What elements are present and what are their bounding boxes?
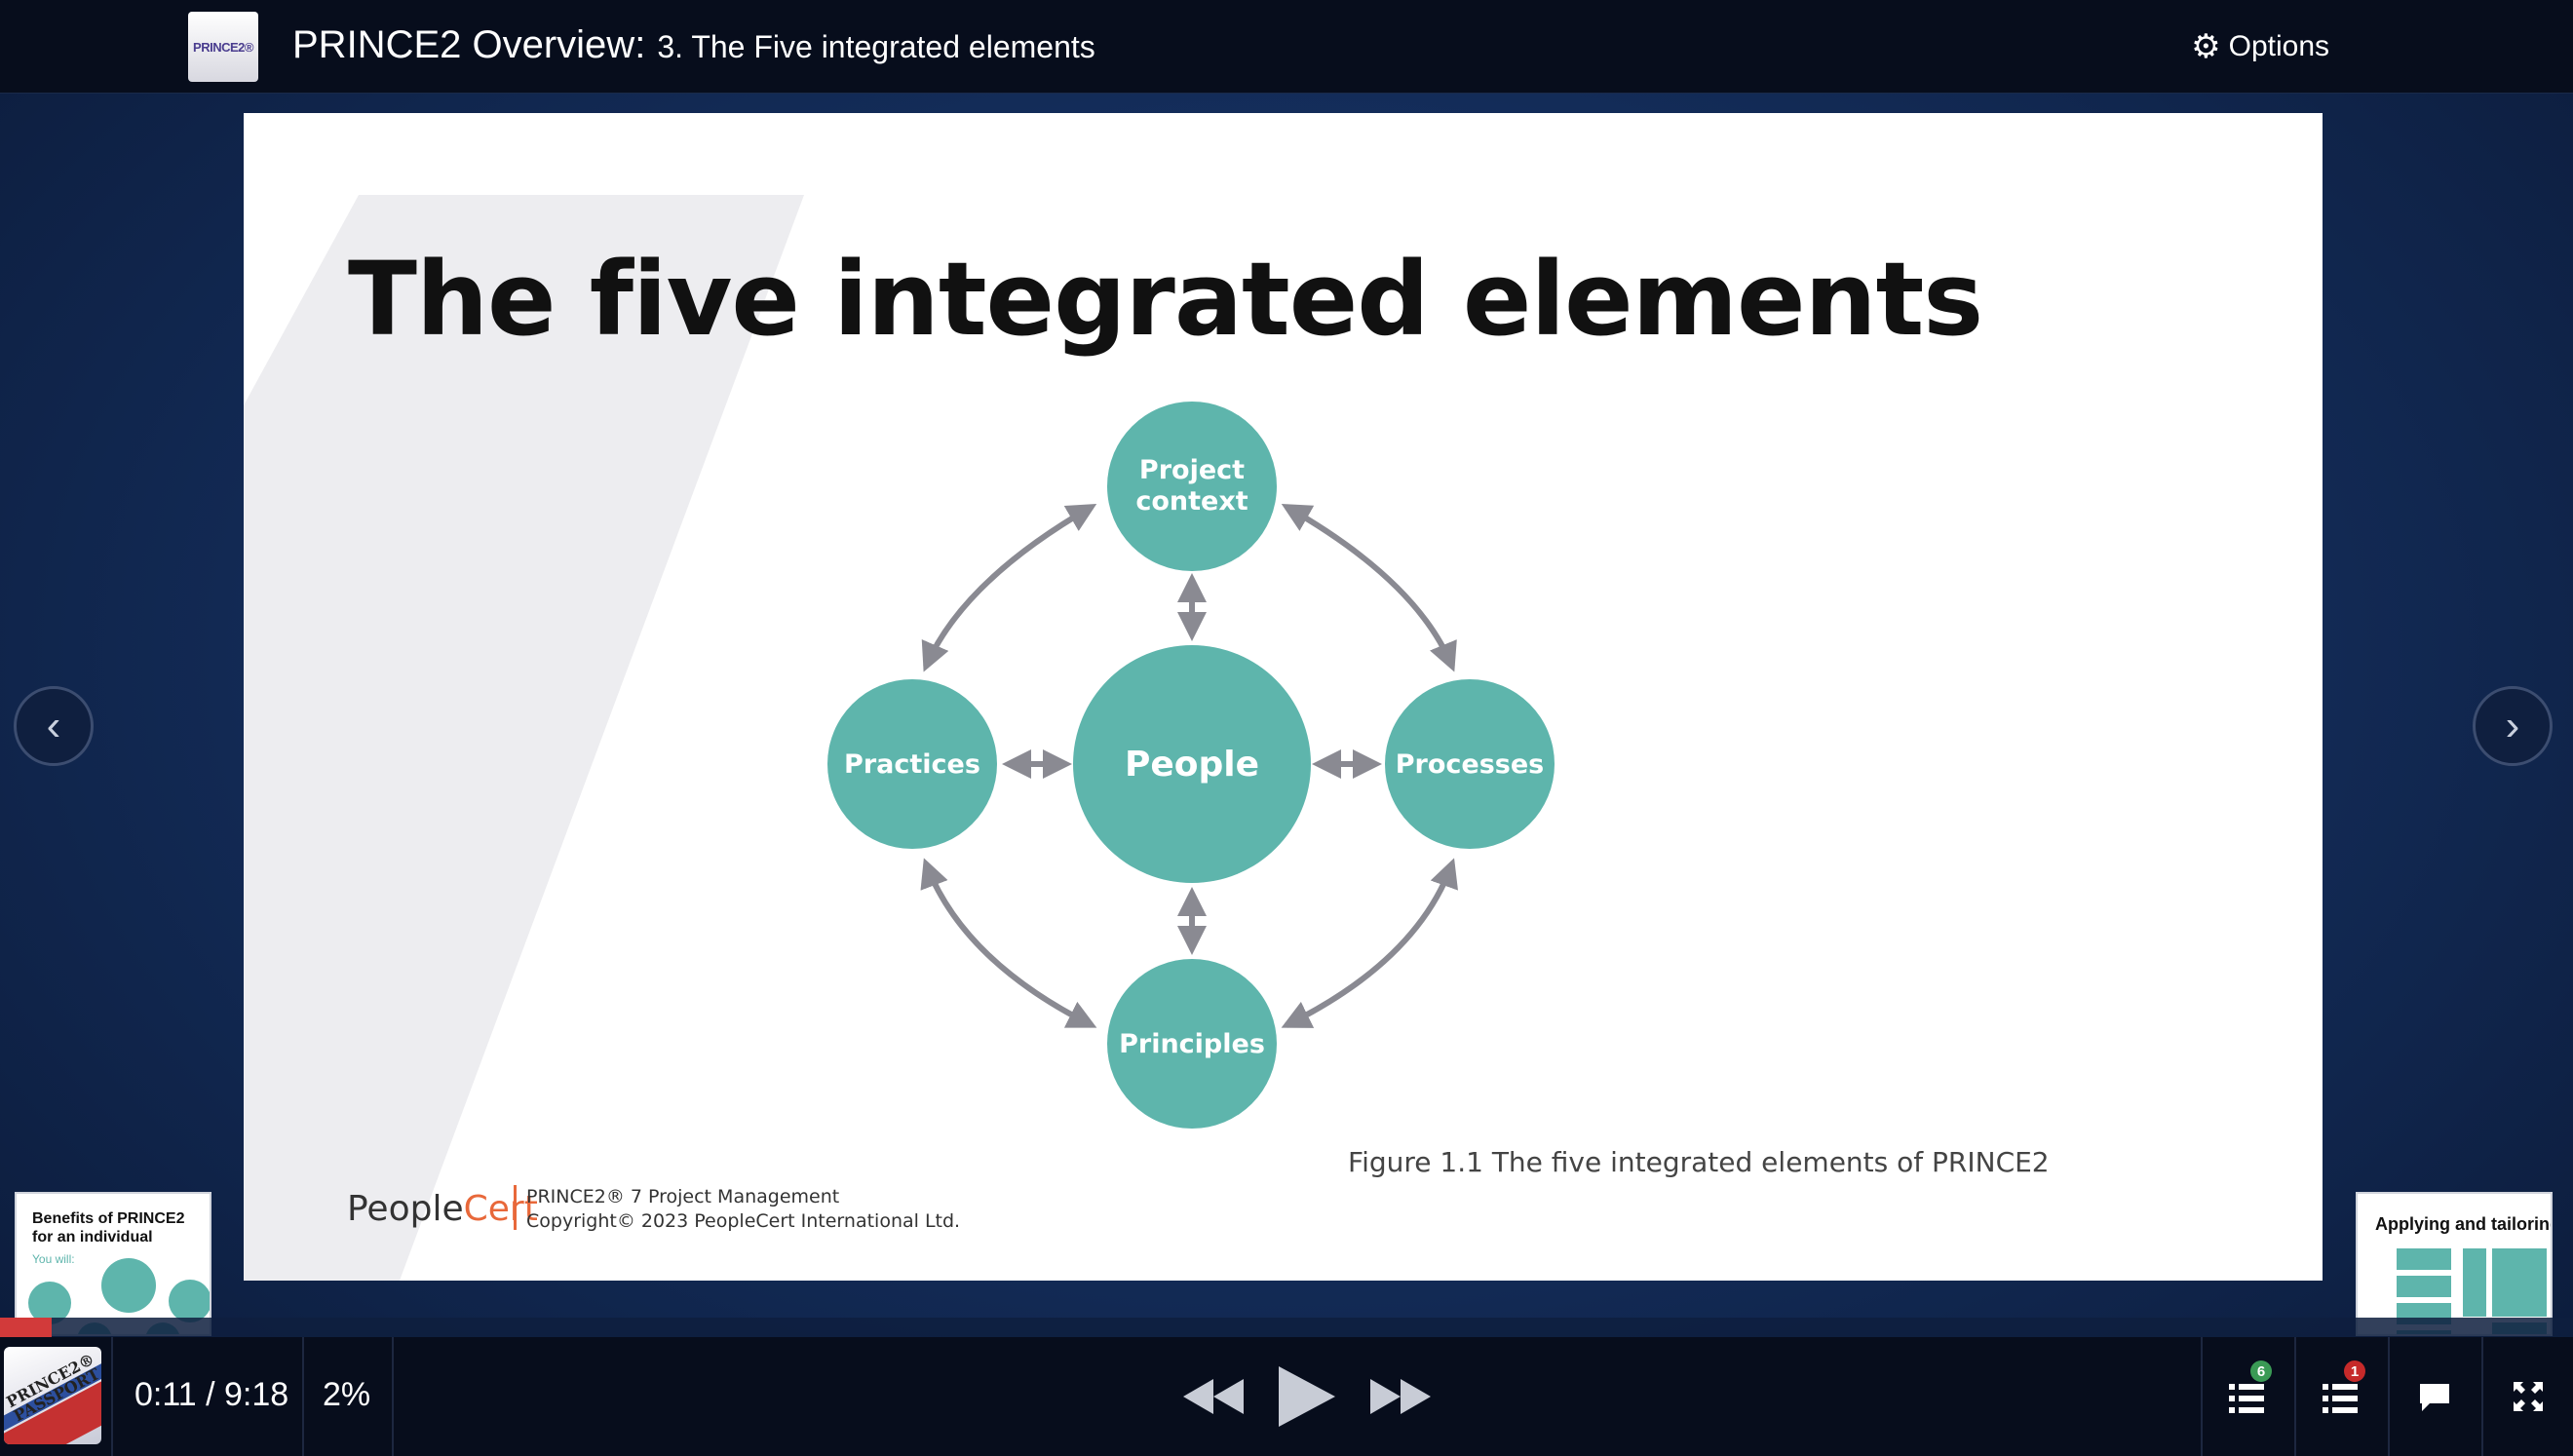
notes-badge: 1 [2344,1360,2365,1382]
chevron-right-icon: › [2505,702,2520,749]
player-controls-bar: PRINCE2® PASSPORT 0:11 / 9:18 2% 6 1 [0,1337,2573,1456]
separator [302,1337,304,1456]
previous-slide-button[interactable]: ‹ [14,686,94,766]
play-icon [1279,1366,1335,1427]
node-label-project-line2: context [1135,486,1248,517]
node-project-context [1107,402,1277,571]
playback-time: 0:11 / 9:18 [134,1376,289,1413]
top-bar: PRINCE2® PRINCE2 Overview: 3. The Five i… [0,0,2573,94]
contents-menu-button[interactable]: 6 [2227,1360,2272,1417]
node-label-principles: Principles [1119,1028,1265,1059]
next-slide-thumbnail[interactable]: Applying and tailoring [2356,1192,2553,1336]
brand-cert: Cert [463,1189,538,1229]
separator [2294,1337,2296,1456]
footer-copyright: PRINCE2® 7 Project Management Copyright©… [526,1185,960,1234]
figure-caption: Figure 1.1 The five integrated elements … [1348,1146,2050,1178]
thumbnail-next-title: Applying and tailoring [2375,1214,2553,1234]
completion-percent: 2% [323,1376,371,1413]
list-icon [2323,1384,2358,1413]
options-button[interactable]: ⚙ Options [2191,27,2329,66]
thumbnail-next-diagram [2397,1248,2547,1334]
list-icon [2229,1384,2264,1413]
fast-forward-icon [1370,1379,1431,1414]
node-label-project-line1: Project [1138,455,1246,485]
node-people [1073,645,1311,883]
fullscreen-button[interactable] [2508,1374,2551,1417]
gear-icon: ⚙ [2191,28,2221,65]
footer-divider [514,1185,517,1230]
node-label-practices: Practices [844,748,980,780]
brand-people: People [347,1189,464,1229]
node-label-people: People [1124,744,1260,785]
rewind-icon [1183,1379,1244,1414]
contents-badge: 6 [2250,1360,2272,1382]
node-label-project-context: Project context [1107,444,1277,528]
course-logo: PRINCE2® [188,12,258,82]
fast-forward-button[interactable] [1368,1364,1433,1429]
thumbnail-prev-title: Benefits of PRINCE2 for an individual [32,1210,185,1245]
separator [2201,1337,2203,1456]
arrow-bottom-right [1281,858,1458,1028]
fullscreen-icon [2514,1382,2543,1411]
slide-background-shape [244,195,804,1281]
footer-line2: Copyright© 2023 PeopleCert International… [526,1210,961,1232]
node-processes [1385,679,1555,849]
playback-progress-bar[interactable] [0,1318,2573,1337]
comments-button[interactable] [2414,1374,2457,1417]
previous-slide-thumbnail[interactable]: Benefits of PRINCE2 for an individual Yo… [15,1192,211,1336]
slide-canvas: The five integrated elements Project con… [244,113,2323,1281]
prince2-passport-logo: PRINCE2® PASSPORT [4,1347,101,1444]
node-label-processes: Processes [1395,748,1545,780]
separator [2388,1337,2390,1456]
arrow-top-left [921,504,1097,672]
thumbnail-prev-diagram [28,1258,210,1334]
notes-menu-button[interactable]: 1 [2321,1360,2365,1417]
footer-line1: PRINCE2® 7 Project Management [526,1186,840,1207]
separator [2481,1337,2483,1456]
arrow-top-right [1281,504,1457,672]
lesson-title: 3. The Five integrated elements [657,29,1095,64]
slide-title: The five integrated elements [348,240,1983,359]
options-label: Options [2228,30,2329,62]
arrow-bottom-left [920,858,1097,1028]
node-principles [1107,959,1277,1129]
node-practices [827,679,997,849]
page-title: PRINCE2 Overview: 3. The Five integrated… [292,23,1095,70]
playback-progress-fill [0,1318,52,1337]
course-title: PRINCE2 Overview: [292,23,646,66]
next-slide-button[interactable]: › [2473,686,2553,766]
thumbnail-prev-subtitle: You will: [32,1252,75,1266]
chevron-left-icon: ‹ [46,702,61,749]
play-button[interactable] [1272,1364,1340,1429]
course-logo-text: PRINCE2® [193,39,253,55]
speech-bubble-icon [2420,1384,2449,1411]
separator [392,1337,394,1456]
rewind-button[interactable] [1181,1364,1246,1429]
separator [111,1337,113,1456]
integrated-elements-diagram [827,402,1555,1129]
peoplecert-logo: PeopleCert [347,1189,538,1229]
